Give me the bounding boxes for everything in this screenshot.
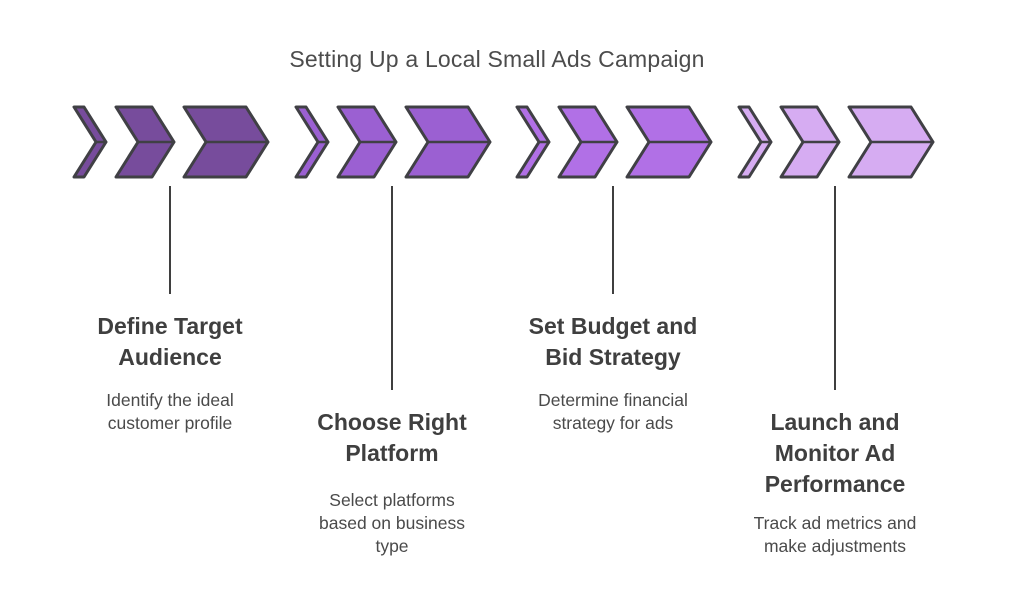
stage-description: Track ad metrics and make adjustments [753,513,917,556]
stage-launch-monitor-performance: Launch and Monitor Ad Performance Track … [720,0,950,613]
stage-description: Select platforms based on business type [319,490,465,556]
connector-line [834,186,836,390]
connector-line [391,186,393,390]
stage-title: Launch and Monitor Ad Performance [764,409,906,497]
stage-choose-right-platform: Choose Right Platform Select platforms b… [277,0,507,613]
stage-set-budget-bid-strategy: Set Budget and Bid Strategy Determine fi… [498,0,728,613]
stage-title: Define Target Audience [97,313,243,370]
connector-line [612,186,614,294]
connector-line [169,186,171,294]
stage-title: Set Budget and Bid Strategy [528,313,698,370]
triple-chevron-arrow-icon [515,105,713,179]
stage-define-target-audience: Define Target Audience Identify the idea… [55,0,285,613]
triple-chevron-arrow-icon [737,105,935,179]
triple-chevron-arrow-icon [294,105,492,179]
stage-title: Choose Right Platform [317,409,467,466]
diagram-title: Setting Up a Local Small Ads Campaign [289,46,705,72]
stage-description: Identify the ideal customer profile [106,390,234,433]
triple-chevron-arrow-icon [72,105,270,179]
stage-description: Determine financial strategy for ads [538,390,688,433]
